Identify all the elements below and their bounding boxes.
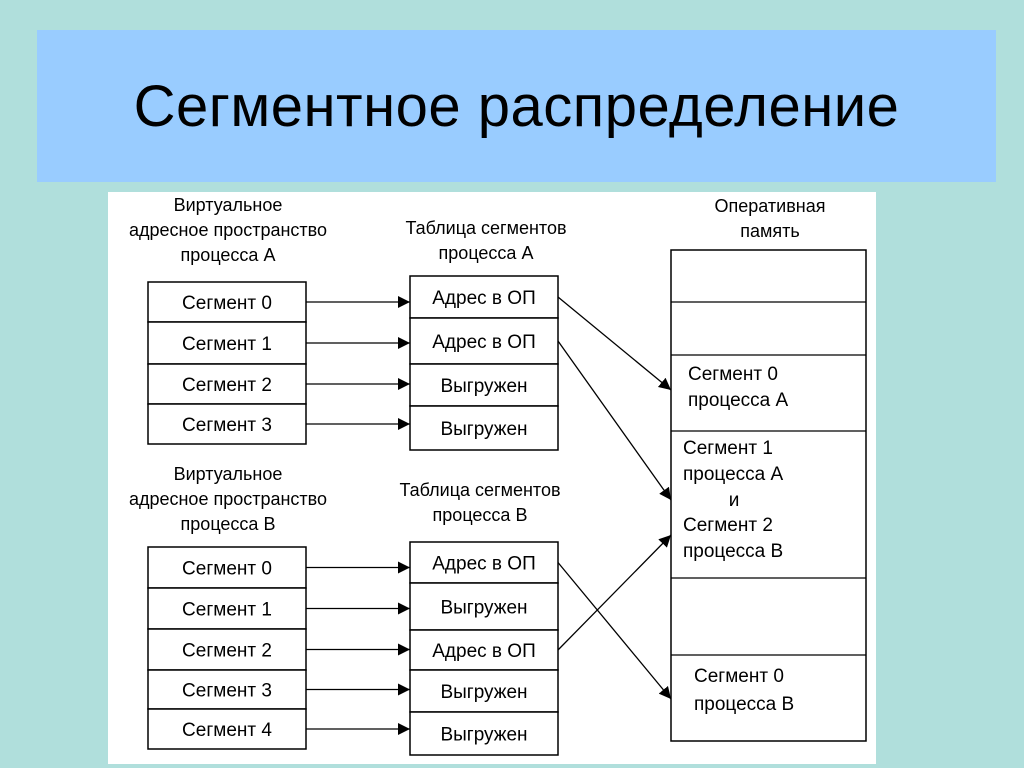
memory-block-3-line-4: процесса В <box>683 541 783 562</box>
va-b-segment-label-2: Сегмент 2 <box>182 641 272 662</box>
va-b-label-line-0: Виртуальное <box>174 464 283 484</box>
va-b-segment-box-3 <box>147 669 307 710</box>
map-a0-arrow <box>557 296 672 391</box>
memory-frame <box>670 249 867 742</box>
va-b-segment-label-0: Сегмент 0 <box>182 559 272 580</box>
map-b2-arrow <box>557 534 672 651</box>
va-a-segment-box-1 <box>147 321 307 365</box>
va-a-segment-label-1: Сегмент 1 <box>182 334 272 355</box>
table-b-entry-label-3: Выгружен <box>440 682 527 703</box>
table-a-label-line-0: Таблица сегментов <box>405 218 566 238</box>
table-b-label-line-1: процесса В <box>433 505 528 525</box>
table-b-label-line-0: Таблица сегментов <box>399 480 560 500</box>
map-a1-arrow <box>557 340 672 501</box>
table-b-entry-label-4: Выгружен <box>440 725 527 746</box>
va-a-segment-box-0 <box>147 281 307 323</box>
slide-title: Сегментное распределение <box>133 73 900 139</box>
va-b-label-line-1: адресное пространство <box>129 489 327 509</box>
diagram-canvas: Виртуальное адресное пространство процесса… <box>129 195 867 756</box>
table-a-entry-box-1 <box>409 317 559 365</box>
memory-block-5-line-1: процесса В <box>694 694 794 715</box>
table-a-label-line-1: процесса А <box>439 243 534 263</box>
va-a-label-line-2: процесса А <box>181 245 276 265</box>
va-a-segment-label-0: Сегмент 0 <box>182 293 272 314</box>
table-b-entry-box-3 <box>409 669 559 713</box>
va-a-segment-label-2: Сегмент 2 <box>182 375 272 396</box>
memory-block-3-line-2: и <box>729 490 740 511</box>
table-a-entry-label-1: Адрес в ОП <box>432 332 535 353</box>
memory-block-2-line-1: процесса А <box>688 390 789 411</box>
memory-block-2-line-0: Сегмент 0 <box>688 364 778 385</box>
va-a-label-line-0: Виртуальное <box>174 195 283 215</box>
memory-block-3-line-3: Сегмент 2 <box>683 515 773 536</box>
table-b-entry-box-4 <box>409 711 559 756</box>
memory-block-3-line-0: Сегмент 1 <box>683 438 773 459</box>
table-a-entry-label-2: Выгружен <box>440 376 527 397</box>
table-a-entry-label-3: Выгружен <box>440 419 527 440</box>
va-b-segment-label-3: Сегмент 3 <box>182 681 272 702</box>
table-a-entry-box-3 <box>409 405 559 451</box>
memory-label-line-0: Оперативная <box>715 196 826 216</box>
table-b-entry-box-0 <box>409 541 559 584</box>
table-b-entry-label-2: Адрес в ОП <box>432 641 535 662</box>
va-b-segment-label-1: Сегмент 1 <box>182 600 272 621</box>
va-b-segment-label-4: Сегмент 4 <box>182 720 272 741</box>
map-b0-arrow <box>557 562 672 700</box>
segment-diagram: Виртуальное адресное пространство процесса… <box>108 192 876 764</box>
table-b-entry-label-1: Выгружен <box>440 598 527 619</box>
va-b-segment-box-1 <box>147 587 307 630</box>
va-b-label-line-2: процесса В <box>181 514 276 534</box>
table-b-entry-label-0: Адрес в ОП <box>432 554 535 575</box>
memory-block-3-line-1: процесса А <box>683 464 784 485</box>
va-a-label-line-1: адресное пространство <box>129 220 327 240</box>
va-a-segment-label-3: Сегмент 3 <box>182 415 272 436</box>
memory-label-line-1: память <box>740 221 800 241</box>
va-b-segment-box-4 <box>147 708 307 750</box>
title-banner: Сегментное распределение <box>37 30 996 182</box>
memory-block-5-line-0: Сегмент 0 <box>694 666 784 687</box>
table-a-entry-label-0: Адрес в ОП <box>432 288 535 309</box>
